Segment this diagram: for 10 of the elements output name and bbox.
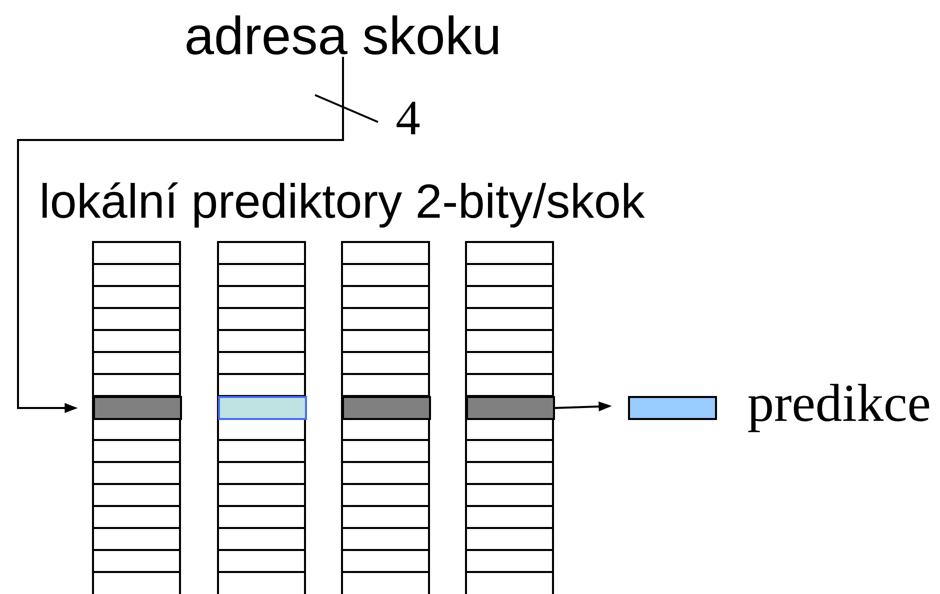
heading: adresa skoku (186, 15, 498, 55)
highlighted-row (342, 396, 431, 420)
highlighted-row (218, 396, 307, 420)
prediction-box (628, 396, 717, 420)
arrow (17, 56, 344, 413)
highlighted-row (93, 396, 182, 420)
prediction-label: predikce (748, 384, 930, 432)
highlighted-row (466, 396, 555, 420)
table-title: lokální prediktory 2-bity/skok (42, 182, 645, 228)
edge-label: 4 (396, 102, 420, 134)
